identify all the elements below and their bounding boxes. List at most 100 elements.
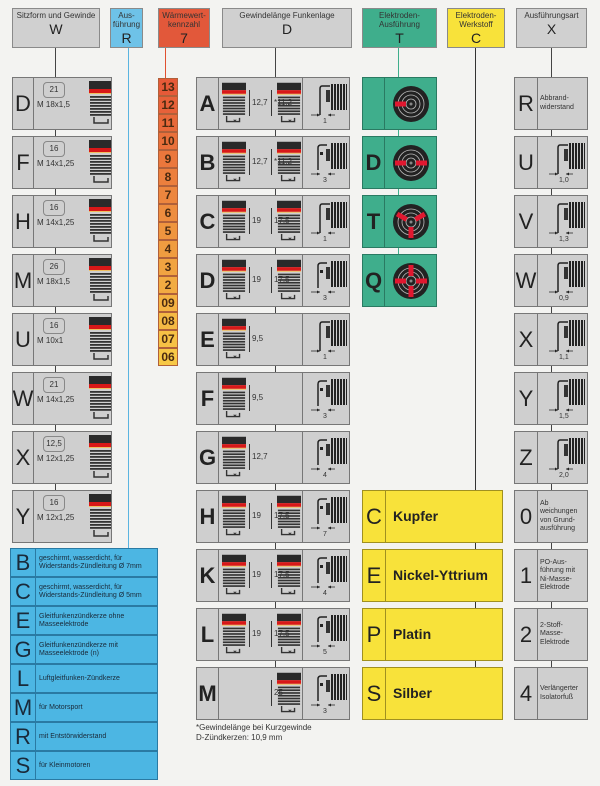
dimension-line	[249, 208, 251, 234]
hex-size-icon: 16	[43, 318, 65, 334]
version-code-letter: C	[11, 578, 36, 605]
header-code: T	[395, 30, 404, 46]
header-code: 7	[180, 30, 188, 46]
seat-code-letter: D	[13, 78, 34, 129]
heat-range-06[interactable]: 06	[158, 348, 178, 366]
dimension-label: 12,7	[252, 452, 268, 461]
heat-range-09[interactable]: 09	[158, 294, 178, 312]
spark-plug-icon	[89, 140, 111, 188]
dimension-line	[249, 621, 251, 647]
electrode-gap-label: 2,0	[559, 472, 569, 479]
spark-gap-label: 1	[323, 236, 327, 243]
heat-range-11[interactable]: 11	[158, 114, 178, 132]
dimension-label: 12,7	[252, 157, 268, 166]
electrode-design-row-single[interactable]	[362, 77, 437, 130]
heat-range-9[interactable]: 9	[158, 150, 178, 168]
hex-size-icon: 21	[43, 377, 65, 393]
heat-range-5[interactable]: 5	[158, 222, 178, 240]
header-code: C	[470, 30, 482, 46]
electrode-gap-label: 1,1	[559, 354, 569, 361]
heat-range-12[interactable]: 12	[158, 96, 178, 114]
spark-gap-label: 3	[323, 413, 327, 420]
heat-range-8[interactable]: 8	[158, 168, 178, 186]
heat-range-07[interactable]: 07	[158, 330, 178, 348]
design-type-description: Abbrand-widerstand	[540, 95, 574, 111]
spark-plug-icon	[89, 81, 111, 129]
heat-range-6[interactable]: 6	[158, 204, 178, 222]
heat-range-10[interactable]: 10	[158, 132, 178, 150]
spark-gap-label: 3	[323, 177, 327, 184]
seat-code-letter: Y	[13, 491, 34, 542]
divider	[302, 609, 303, 660]
spark-plug-icon	[89, 317, 111, 365]
heat-range-7[interactable]: 7	[158, 186, 178, 204]
spark-gap-label: 4	[323, 472, 327, 479]
version-description: mit Entstörwiderstand	[39, 732, 107, 740]
heat-range-13[interactable]: 13	[158, 78, 178, 96]
divider	[302, 373, 303, 424]
design-type-letter: Z	[515, 432, 538, 483]
electrode-design-row-Q[interactable]: Q	[362, 254, 437, 307]
heat-range-2[interactable]: 2	[158, 276, 178, 294]
electrode-material-letter: S	[363, 668, 386, 719]
version-code-letter: M	[11, 694, 36, 721]
dimension-line	[249, 267, 251, 293]
electrode-design-row-D[interactable]: D	[362, 136, 437, 189]
spark-gap-diagram-icon	[307, 611, 348, 662]
heat-range-4[interactable]: 4	[158, 240, 178, 258]
design-type-row-Z[interactable]: Z 2,0	[514, 431, 588, 484]
heat-range-3[interactable]: 3	[158, 258, 178, 276]
seat-code-letter: F	[13, 137, 34, 188]
heat-range-08[interactable]: 08	[158, 312, 178, 330]
dimension-line	[249, 503, 251, 529]
electrode-design-row-T[interactable]: T	[362, 195, 437, 248]
long-thread-plug-icon	[222, 553, 246, 604]
design-type-description: 2-Stoff-Masse-Elektrode	[540, 621, 570, 646]
